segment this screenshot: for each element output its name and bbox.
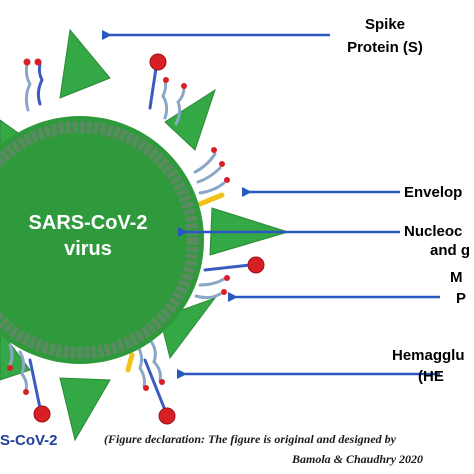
label-nucleo-line2: and g [430, 242, 470, 259]
label-hemag-line1: Hemagglu [392, 347, 465, 364]
bottom-title: S-CoV-2 [0, 432, 58, 449]
label-spike-line1: Spike [364, 16, 406, 33]
label-arrows [102, 30, 440, 379]
spike-bottom [59, 377, 111, 442]
virus-label-line1: SARS-CoV-2 [28, 212, 148, 234]
label-spike-protein: Spike Protein (S) [330, 15, 440, 57]
stalk-cluster-bottom-left [7, 343, 51, 423]
protein-stalks [7, 53, 265, 425]
virus-label: SARS-CoV-2 virus [8, 210, 168, 262]
stalk-cluster-right-upper [193, 147, 230, 207]
label-nucleocapsid: Nucleoc and g [404, 222, 470, 260]
label-membrane: M P [450, 268, 466, 308]
label-envelope: Envelop [404, 184, 463, 201]
spike-top-right [164, 88, 216, 151]
stalk-cluster-top-left [23, 58, 44, 112]
figure-caption-line1: (Figure declaration: The figure is origi… [104, 432, 397, 446]
figure-caption-line2: Bamola & Chaudhry 2020 [292, 452, 424, 466]
spike-top [59, 28, 111, 99]
label-membrane-line2: P [456, 290, 467, 307]
virus-body [0, 116, 204, 364]
stalk-cluster-right-lower [194, 256, 265, 300]
label-nucleo-line1: Nucleoc [404, 223, 463, 240]
stalk-cluster-bottom [125, 338, 176, 425]
virus-label-line2: virus [64, 238, 112, 260]
label-hemag-line2: (HE [418, 368, 444, 385]
stalk-cluster-top [148, 53, 187, 126]
label-spike-line2: Protein (S) [347, 39, 423, 56]
label-hemagglutinin: Hemagglu (HE [392, 346, 465, 386]
label-membrane-line1: M [450, 269, 463, 286]
